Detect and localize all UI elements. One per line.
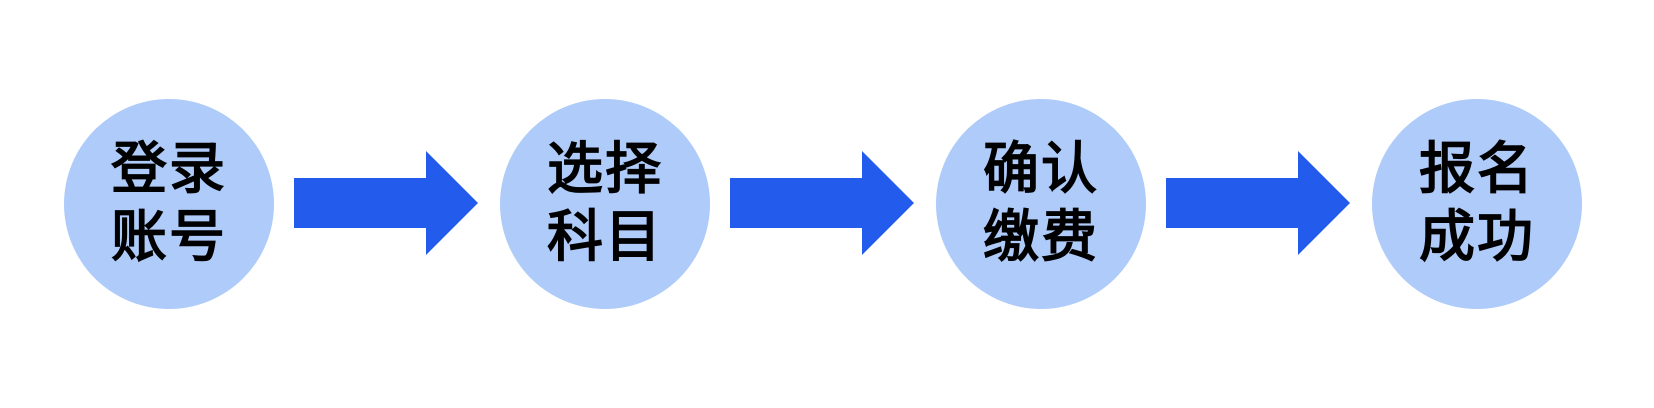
step-login-account: 登录 账号 bbox=[64, 99, 274, 309]
step-label-line2: 成功 bbox=[1419, 205, 1535, 270]
step-label-line1: 选择 bbox=[547, 137, 663, 202]
step-select-subject: 选择 科目 bbox=[500, 99, 710, 309]
step-label-line2: 缴费 bbox=[983, 205, 1099, 270]
arrow-shape bbox=[294, 151, 478, 255]
step-label-line1: 登录 bbox=[111, 137, 227, 202]
step-label-line2: 科目 bbox=[547, 205, 663, 270]
arrow-right-icon bbox=[1166, 151, 1350, 255]
step-registration-success: 报名 成功 bbox=[1372, 99, 1582, 309]
step-label-line1: 确认 bbox=[983, 137, 1099, 202]
arrow-shape bbox=[730, 151, 914, 255]
step-label-line1: 报名 bbox=[1419, 137, 1535, 202]
step-confirm-payment: 确认 缴费 bbox=[936, 99, 1146, 309]
arrow-shape bbox=[1166, 151, 1350, 255]
step-label-line2: 账号 bbox=[111, 205, 227, 270]
arrow-right-icon bbox=[294, 151, 478, 255]
arrow-right-icon bbox=[730, 151, 914, 255]
